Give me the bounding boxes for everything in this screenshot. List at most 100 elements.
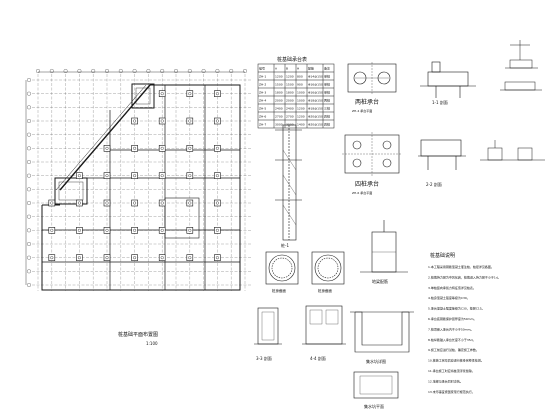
pile-cap bbox=[103, 145, 111, 152]
table-cell: 四桩 bbox=[324, 122, 330, 127]
pile bbox=[105, 256, 109, 260]
section-2-detail bbox=[418, 139, 466, 170]
four-pile-cap-title: 四桩承台 bbox=[355, 180, 379, 188]
table-cell: Φ20@150 bbox=[308, 123, 323, 127]
table-cell: 3000 bbox=[286, 123, 294, 127]
table-cell: 2400 bbox=[286, 107, 294, 111]
pile-elevation-detail bbox=[275, 124, 302, 241]
axis-bubble bbox=[77, 69, 82, 73]
pile bbox=[105, 174, 109, 178]
axis-bubble bbox=[160, 69, 165, 73]
pile bbox=[160, 256, 164, 260]
pile-cap bbox=[76, 254, 83, 261]
pile bbox=[133, 201, 137, 205]
pile bbox=[215, 228, 219, 232]
table-cell: Φ14@150 bbox=[308, 75, 323, 79]
pile bbox=[188, 92, 192, 96]
pile-cap bbox=[76, 227, 83, 234]
pile-cap bbox=[186, 90, 194, 97]
note-line: 9.施工前应进行试桩，确定施工参数。 bbox=[428, 347, 479, 352]
beam-detail-mid-right bbox=[480, 140, 545, 161]
table-cell: 单桩 bbox=[324, 74, 330, 79]
axis-bubble bbox=[27, 78, 31, 82]
table-cell: 单桩 bbox=[324, 82, 330, 87]
note-line: 7.桩顶嵌入承台内不小于50mm。 bbox=[428, 326, 474, 331]
building-outline bbox=[41, 84, 241, 291]
pile bbox=[105, 201, 109, 205]
axis-bubble bbox=[27, 119, 31, 123]
pile-cap bbox=[186, 254, 194, 261]
pile-cap bbox=[131, 254, 138, 261]
axis-bubble bbox=[27, 173, 31, 178]
table-cell: 1200 bbox=[297, 115, 305, 119]
pile-cap bbox=[186, 145, 194, 152]
pile-cap bbox=[158, 117, 166, 125]
axis-bubble bbox=[146, 69, 151, 73]
axis-bubble bbox=[36, 69, 40, 73]
pile-cap bbox=[103, 254, 111, 261]
section-2-label: 2-2 剖面 bbox=[426, 181, 442, 187]
table-cell: 1200 bbox=[286, 75, 294, 79]
pile-cap bbox=[214, 227, 221, 234]
pile-cap bbox=[131, 117, 138, 125]
pit-plan-label: 集水坑平面 bbox=[364, 403, 384, 409]
four-pile-cap-subtitle: ZH-6 承台平面 bbox=[352, 190, 372, 195]
pile bbox=[215, 119, 219, 123]
axis-bubble bbox=[27, 228, 31, 233]
table-cell: 1000 bbox=[297, 91, 305, 95]
table-cell: 2400 bbox=[275, 107, 283, 111]
pile bbox=[160, 119, 164, 123]
pile-cap bbox=[186, 117, 194, 125]
pile bbox=[77, 228, 81, 232]
diagonal-wall bbox=[59, 84, 151, 191]
pile bbox=[160, 146, 164, 150]
axis-bubble bbox=[27, 132, 31, 137]
table-cell: ZH-5 bbox=[259, 107, 266, 111]
axis-bubble bbox=[27, 255, 31, 260]
pile-cap bbox=[214, 199, 221, 207]
table-header-cell: B bbox=[286, 67, 288, 71]
diagonal-wall bbox=[55, 84, 147, 191]
pile bbox=[188, 146, 192, 150]
pile-cap bbox=[76, 199, 83, 207]
pile-cap bbox=[214, 172, 221, 179]
pile bbox=[160, 201, 164, 205]
pile bbox=[105, 228, 109, 232]
axis-bubble bbox=[132, 69, 137, 73]
core-wall bbox=[54, 177, 88, 205]
pile-cap bbox=[131, 227, 138, 234]
table-cell: 1500 bbox=[286, 83, 294, 87]
table-cell: Φ16@150 bbox=[308, 83, 323, 87]
core-wall bbox=[164, 197, 200, 239]
table-cell: 2700 bbox=[286, 115, 294, 119]
axis-bubble bbox=[229, 69, 234, 73]
pile-cap bbox=[48, 227, 56, 234]
section-3-label: 3-3 剖面 bbox=[256, 355, 272, 361]
table-cell: ZH-3 bbox=[259, 91, 266, 95]
table-header-cell: 备注 bbox=[324, 66, 330, 71]
table-cell: 1200 bbox=[275, 75, 283, 79]
pile bbox=[77, 201, 81, 205]
section-3-detail bbox=[254, 307, 282, 345]
beam-detail-top-right bbox=[500, 40, 542, 91]
table-cell: 900 bbox=[297, 83, 303, 87]
pile-detail-label: 桩-1 bbox=[281, 242, 289, 248]
axis-bubble bbox=[243, 69, 247, 73]
pile-cap bbox=[186, 199, 194, 207]
pile-cap bbox=[48, 254, 56, 261]
table-cell: 单桩 bbox=[324, 90, 330, 95]
axis-bubble bbox=[27, 269, 31, 274]
pile bbox=[160, 174, 164, 178]
table-cell: Φ18@150 bbox=[308, 107, 323, 111]
pile bbox=[160, 228, 164, 232]
pile bbox=[188, 119, 192, 123]
plan-scale: 1:100 bbox=[146, 341, 158, 346]
pile-cap bbox=[76, 172, 83, 179]
pile bbox=[215, 201, 219, 205]
section-4-detail bbox=[302, 305, 346, 345]
note-line: 2.桩端持力层为中风化岩，桩端进入持力层不小于1d。 bbox=[428, 274, 501, 279]
note-line: 4.桩身混凝土强度等级为C30。 bbox=[428, 295, 470, 300]
table-cell: ZH-1 bbox=[259, 75, 266, 79]
pile-section-b-label: 桩身截面 bbox=[318, 288, 332, 293]
note-line: 1.本工程采用钢筋混凝土灌注桩，桩径详见各图。 bbox=[428, 264, 494, 269]
